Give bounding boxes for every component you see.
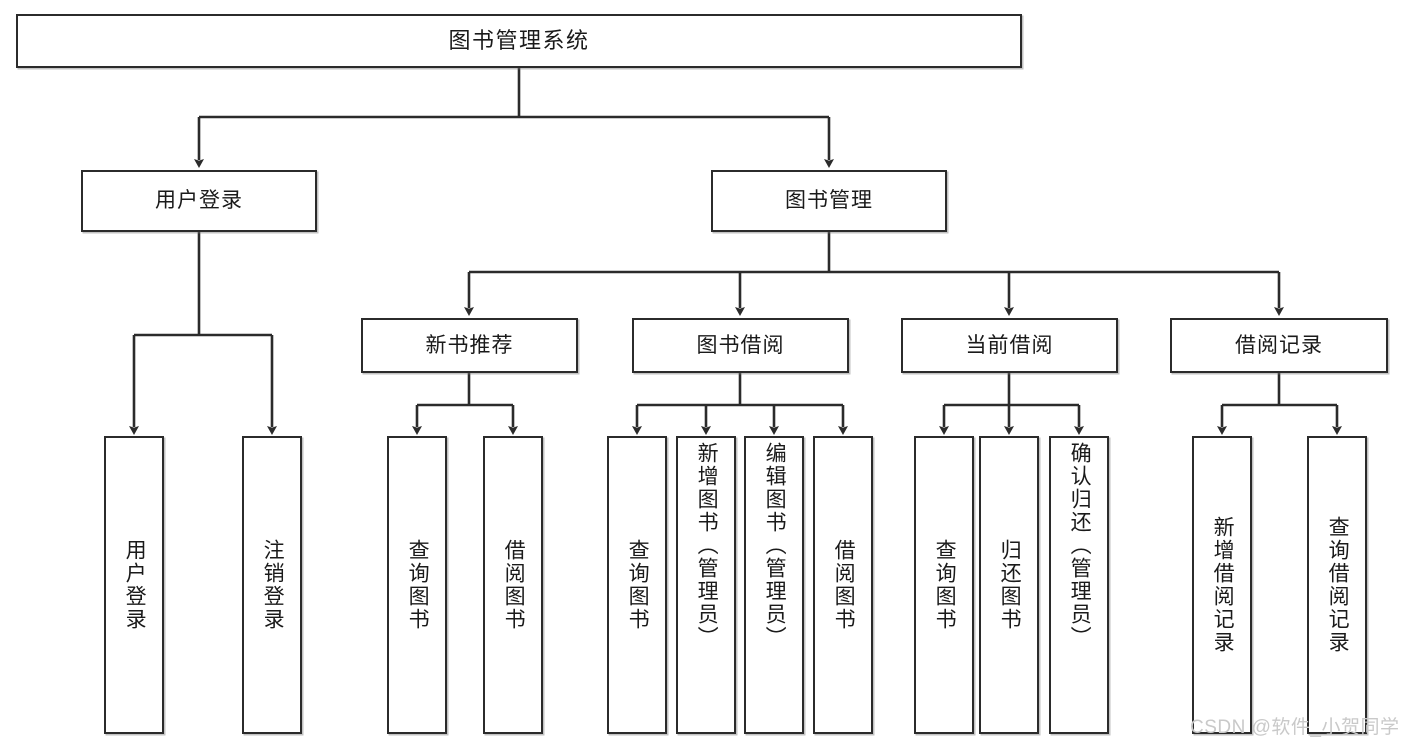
node-label: 借阅记录 [1235, 333, 1323, 357]
node-leaf-borrow-book-1[interactable]: 借阅图书 [483, 436, 543, 734]
node-leaf-add-book[interactable]: 新增图书（管理员） [676, 436, 736, 734]
node-label: 确认归还（管理员） [1068, 442, 1092, 649]
node-leaf-borrow-book-2[interactable]: 借阅图书 [813, 436, 873, 734]
node-leaf-add-record[interactable]: 新增借阅记录 [1192, 436, 1252, 734]
node-label: 图书管理系统 [448, 27, 590, 53]
node-label: 用户登录 [123, 539, 147, 631]
node-leaf-return-book[interactable]: 归还图书 [979, 436, 1039, 734]
node-label: 用户登录 [155, 189, 243, 213]
node-leaf-query-book-1[interactable]: 查询图书 [387, 436, 447, 734]
node-label: 查询图书 [933, 539, 957, 631]
node-root-title[interactable]: 图书管理系统 [16, 14, 1022, 68]
node-leaf-confirm-return[interactable]: 确认归还（管理员） [1049, 436, 1109, 734]
node-label: 图书借阅 [696, 333, 785, 357]
node-book-management[interactable]: 图书管理 [711, 170, 947, 232]
node-leaf-user-logout[interactable]: 注销登录 [242, 436, 302, 734]
node-label: 当前借阅 [965, 333, 1054, 357]
node-current-borrow[interactable]: 当前借阅 [901, 318, 1118, 373]
node-leaf-user-login[interactable]: 用户登录 [104, 436, 164, 734]
node-leaf-edit-book[interactable]: 编辑图书（管理员） [744, 436, 804, 734]
node-label: 查询借阅记录 [1326, 516, 1350, 654]
node-borrow-record[interactable]: 借阅记录 [1170, 318, 1388, 373]
node-new-book-recommend[interactable]: 新书推荐 [361, 318, 578, 373]
node-label: 借阅图书 [502, 539, 526, 631]
node-user-login[interactable]: 用户登录 [81, 170, 317, 232]
watermark: CSDN @软件_小贺同学 [1190, 717, 1400, 738]
node-label: 查询图书 [626, 539, 650, 631]
node-label: 归还图书 [998, 539, 1022, 631]
node-label: 借阅图书 [832, 539, 856, 631]
node-leaf-query-record[interactable]: 查询借阅记录 [1307, 436, 1367, 734]
node-label: 查询图书 [406, 539, 430, 631]
node-label: 编辑图书（管理员） [763, 442, 787, 649]
node-leaf-query-book-2[interactable]: 查询图书 [607, 436, 667, 734]
node-label: 注销登录 [261, 539, 285, 631]
node-label: 新增图书（管理员） [695, 442, 719, 649]
node-book-borrow[interactable]: 图书借阅 [632, 318, 849, 373]
node-label: 图书管理 [785, 189, 873, 213]
node-leaf-query-book-3[interactable]: 查询图书 [914, 436, 974, 734]
node-label: 新书推荐 [425, 333, 514, 357]
node-label: 新增借阅记录 [1211, 516, 1235, 654]
